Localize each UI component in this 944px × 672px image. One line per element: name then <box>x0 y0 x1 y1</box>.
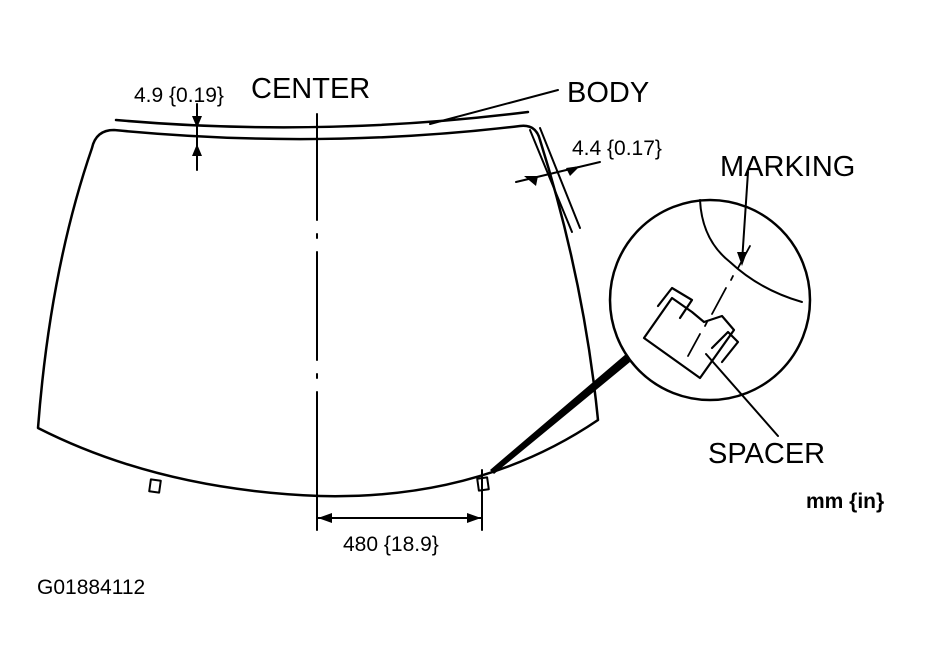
spacer-distance-label: 480 {18.9} <box>343 533 439 556</box>
top-gap-arrow-up <box>192 144 202 156</box>
body-leader-line <box>429 89 559 125</box>
side-gap-arrow-left <box>566 166 580 176</box>
top-gap-arrow-down <box>192 116 202 128</box>
spacer-distance-arrow-right <box>467 513 481 523</box>
spacer-distance-arrow-left <box>318 513 332 523</box>
marking-arrow <box>737 252 747 266</box>
units-label: mm {in} <box>806 490 884 513</box>
windshield-glass-outline <box>36 124 600 498</box>
detail-spacer-tab-top <box>656 286 694 320</box>
detail-spacer-body <box>642 296 736 380</box>
body-outline-line <box>114 110 530 129</box>
marking-leader-line <box>741 171 749 263</box>
side-gap-label: 4.4 {0.17} <box>572 137 662 160</box>
center-label: CENTER <box>251 73 370 105</box>
body-label: BODY <box>567 77 649 109</box>
spacer-leader-line <box>705 353 779 437</box>
figure-id-label: G01884112 <box>37 576 145 599</box>
top-gap-label: 4.9 {0.19} <box>134 84 224 107</box>
spacer-label: SPACER <box>708 438 825 470</box>
detail-leader-wedge <box>490 354 630 474</box>
detail-glass-edge <box>699 199 803 303</box>
detail-spacer-tab-right <box>710 330 740 364</box>
body-side-line-outer <box>539 127 581 229</box>
detail-circle <box>608 198 812 402</box>
marking-label: MARKING <box>720 151 855 183</box>
side-gap-arrow-right <box>524 176 538 186</box>
spacer-left <box>148 478 162 494</box>
